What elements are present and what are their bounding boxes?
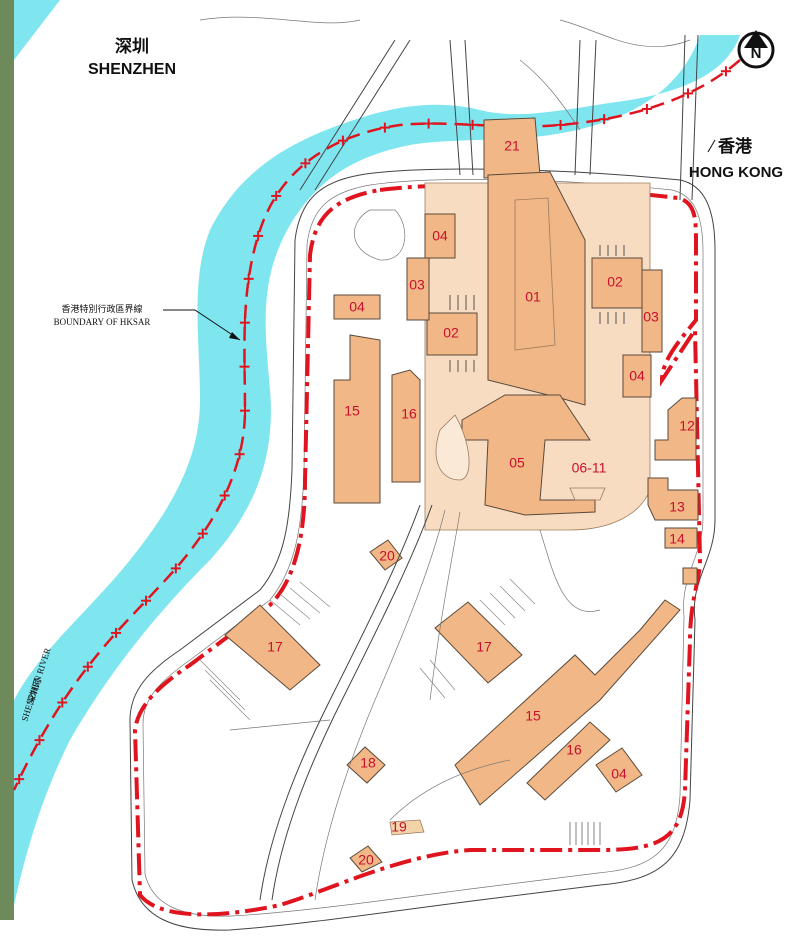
plot-16-south: [526, 721, 611, 801]
plot-20-north: [369, 539, 403, 571]
plot-label-02-east: 02: [607, 274, 623, 290]
internal-road: [539, 529, 601, 612]
place-hongkong-cn: 香港: [718, 136, 753, 156]
loop-road: [354, 209, 406, 261]
bridge-west: [299, 39, 396, 191]
plot-label-14: 14: [669, 531, 685, 547]
plot-label-12: 12: [679, 418, 695, 434]
bridge-central-east: [574, 39, 581, 176]
plot-label-04-south: 04: [611, 766, 627, 782]
boundary-label-en: BOUNDARY OF HKSAR: [54, 317, 151, 327]
north-arrow-icon: N: [737, 30, 775, 69]
outer-perimeter-road: [129, 168, 716, 931]
plot-label-15-north: 15: [344, 403, 360, 419]
plot-label-18: 18: [360, 755, 376, 771]
internal-road: [314, 509, 446, 901]
plot-16-north: [391, 369, 421, 483]
plot-label-02-west: 02: [443, 325, 459, 341]
parking-stalls-west: [199, 581, 331, 721]
plot-label-03-west: 03: [409, 277, 425, 293]
terrain-line: [199, 16, 361, 24]
internal-road: [429, 511, 461, 701]
bridge-east: [679, 34, 686, 201]
hongkong-leader-line: [707, 139, 716, 153]
site-boundary: [132, 183, 703, 917]
internal-road: [259, 504, 421, 901]
plot-label-03-east: 03: [643, 309, 659, 325]
boundary-leader-arrowhead: [229, 332, 240, 340]
plot-04-north: [424, 213, 456, 259]
inner-perimeter-road: [142, 179, 704, 917]
plot-label-20-north: 20: [379, 548, 395, 564]
north-arrow-label: N: [751, 45, 762, 62]
bridge-east: [691, 34, 699, 201]
plot-04-south: [595, 747, 643, 793]
plot-18: [346, 746, 386, 784]
steps-hatch: [569, 822, 601, 845]
plot-label-16-north: 16: [401, 406, 417, 422]
plot-17-west: [224, 604, 321, 691]
bridge-central-west: [449, 39, 461, 176]
hksar-boundary-river: [12, 59, 741, 791]
terrain-line: [559, 19, 691, 48]
boundary-leader-line: [163, 309, 241, 341]
plot-04-east: [622, 354, 652, 398]
plot-01-building: [487, 171, 586, 406]
plot-label-01: 01: [525, 289, 541, 305]
plot-label-20-south: 20: [358, 852, 374, 868]
plot-label-15-south: 15: [525, 708, 541, 724]
plot-label-19: 19: [391, 819, 407, 835]
bottom-margin: [0, 920, 789, 942]
bridge-central-west: [464, 39, 474, 176]
plot-04-west: [333, 294, 381, 320]
plot-14-annex: [682, 567, 698, 585]
plot-14: [664, 527, 698, 549]
plot-15-south: [454, 599, 681, 806]
plot-13: [647, 477, 699, 521]
plot-03-east: [641, 269, 663, 353]
plot-17-east: [434, 601, 523, 684]
place-shenzhen-en: SHENZHEN: [88, 61, 176, 78]
plot-label-04-north: 04: [432, 228, 448, 244]
place-hongkong-en: HONG KONG: [689, 164, 783, 181]
boundary-cross-markers: [14, 66, 731, 785]
plot-15-north: [333, 334, 381, 504]
plot-12: [654, 397, 697, 461]
internal-road: [229, 719, 331, 731]
plot-01-inner-outline: [514, 197, 556, 351]
plot-19: [389, 819, 425, 836]
internal-road: [271, 504, 433, 901]
plot-02-west: [426, 312, 478, 356]
plot-label-05: 05: [509, 455, 525, 471]
terrain-line: [519, 59, 581, 131]
parking-stalls-east: [419, 578, 536, 699]
plot-20-south: [349, 845, 383, 873]
internal-road: [389, 759, 511, 821]
bridge-central-east: [589, 39, 597, 176]
plot-label-17-east: 17: [476, 639, 492, 655]
plot-label-04-east: 04: [629, 368, 645, 384]
bridge-west: [314, 39, 411, 191]
place-shenzhen-cn: 深圳: [115, 36, 149, 56]
aerial-photo-strip: [0, 0, 14, 942]
plot-06-11-outline: [569, 487, 606, 501]
plot-03-west: [406, 257, 430, 321]
plot-label-16-south: 16: [566, 742, 582, 758]
boundary-label-cn: 香港特別行政區界線: [61, 303, 142, 314]
plot-label-17-west: 17: [267, 639, 283, 655]
plot-label-06-11: 06-11: [572, 460, 607, 476]
terminal-gate-lines: [449, 245, 625, 372]
plot-label-04-west: 04: [349, 299, 365, 315]
plot-label-13: 13: [669, 499, 685, 515]
river-tributary: [14, 0, 60, 60]
plot-label-21: 21: [504, 138, 520, 154]
plot-05-plaza: [435, 414, 470, 481]
